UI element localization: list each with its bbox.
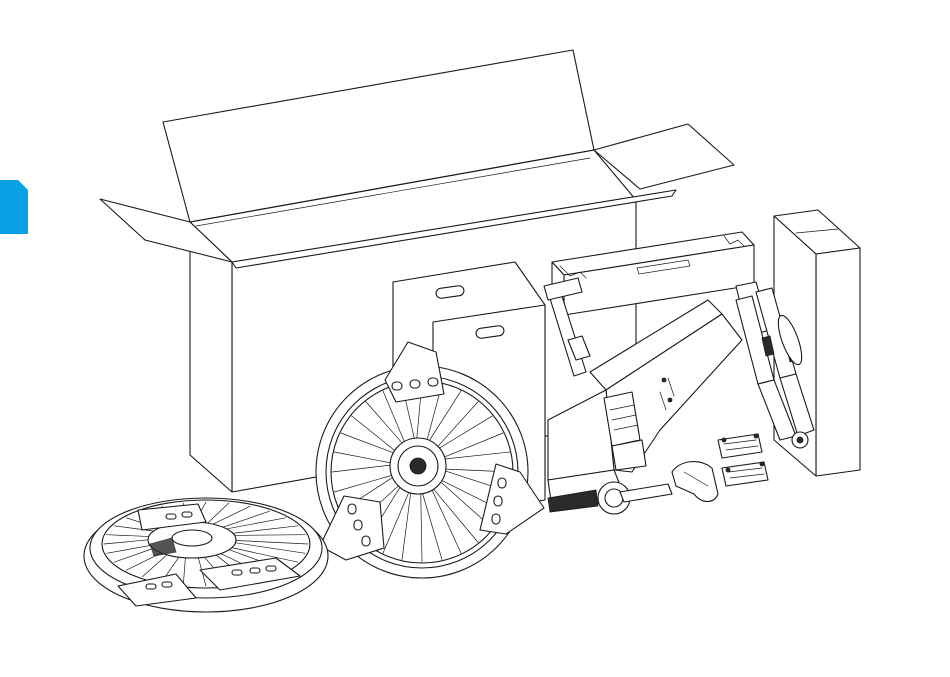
rear-wheel [84,498,328,612]
saddle [672,462,718,502]
pedals [718,434,768,486]
